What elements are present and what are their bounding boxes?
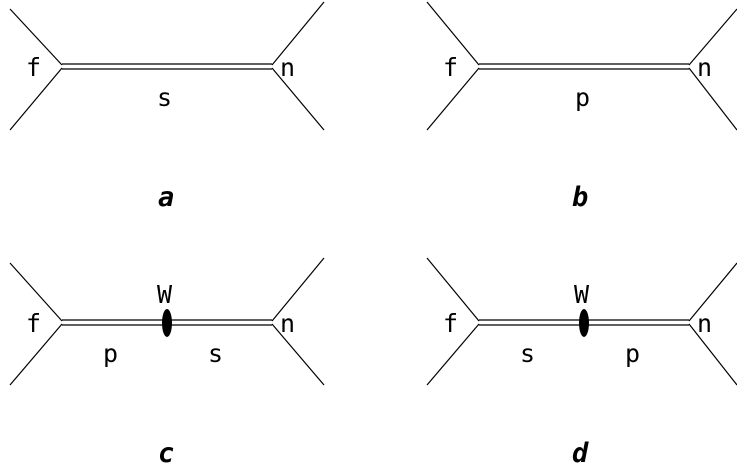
diagram-d-vertex-label: W [574,280,590,309]
diagram-c-caption: c [158,438,174,469]
diagram-d-right-propagator-label: p [625,339,640,368]
diagram-c-right-propagator-label: s [208,339,223,368]
diagram-b-right-label: n [697,53,712,82]
diagram-d-left-propagator-label: s [520,339,535,368]
diagram-a-left-label: f [26,53,41,82]
diagram-a-double-propagator [62,63,272,70]
diagram-b-double-propagator [479,63,689,70]
diagram-c: W f n p s c [9,257,325,469]
diagram-b: f n p b [426,1,737,213]
diagram-b-left-label: f [443,53,458,82]
diagram-c-left-lower-leg [9,323,63,386]
diagram-c-right-label: n [280,309,295,338]
diagram-d-vertex-blob [579,309,589,337]
diagram-a-caption: a [158,182,174,213]
diagram-d-caption: d [572,438,589,469]
diagram-c-right-double-propagator [170,319,272,326]
diagram-a-left-upper-leg [9,8,63,66]
diagram-c-right-upper-leg [271,257,325,322]
diagram-d-left-lower-leg [426,323,480,386]
diagram-c-left-double-propagator [62,319,165,326]
diagram-a-right-upper-leg [271,1,325,66]
diagram-b-right-upper-leg [688,8,737,66]
diagram-a-left-lower-leg [9,67,63,131]
diagram-d-right-upper-leg [688,262,737,322]
diagram-d: W f n s p d [426,257,737,469]
diagram-c-left-upper-leg [9,262,63,322]
diagram-c-left-label: f [26,309,41,338]
diagram-b-propagator-label: p [575,83,590,112]
diagram-b-right-lower-leg [688,67,737,131]
diagram-a-right-lower-leg [271,67,325,131]
diagram-d-left-upper-leg [426,257,480,322]
diagram-d-right-label: n [697,309,712,338]
diagram-a-propagator-label: s [157,83,172,112]
diagram-c-vertex-blob [162,309,172,337]
diagram-d-right-lower-leg [688,323,737,386]
diagram-c-vertex-label: W [157,280,173,309]
diagram-b-left-upper-leg [426,1,480,66]
diagram-c-left-propagator-label: p [103,339,118,368]
diagram-d-left-label: f [443,309,458,338]
diagram-d-right-double-propagator [587,319,689,326]
diagram-b-caption: b [572,182,588,213]
diagram-a: f n s a [9,1,325,213]
diagram-d-left-double-propagator [479,319,582,326]
diagram-c-right-lower-leg [271,323,325,386]
diagram-b-left-lower-leg [426,67,480,131]
diagram-a-right-label: n [280,53,295,82]
